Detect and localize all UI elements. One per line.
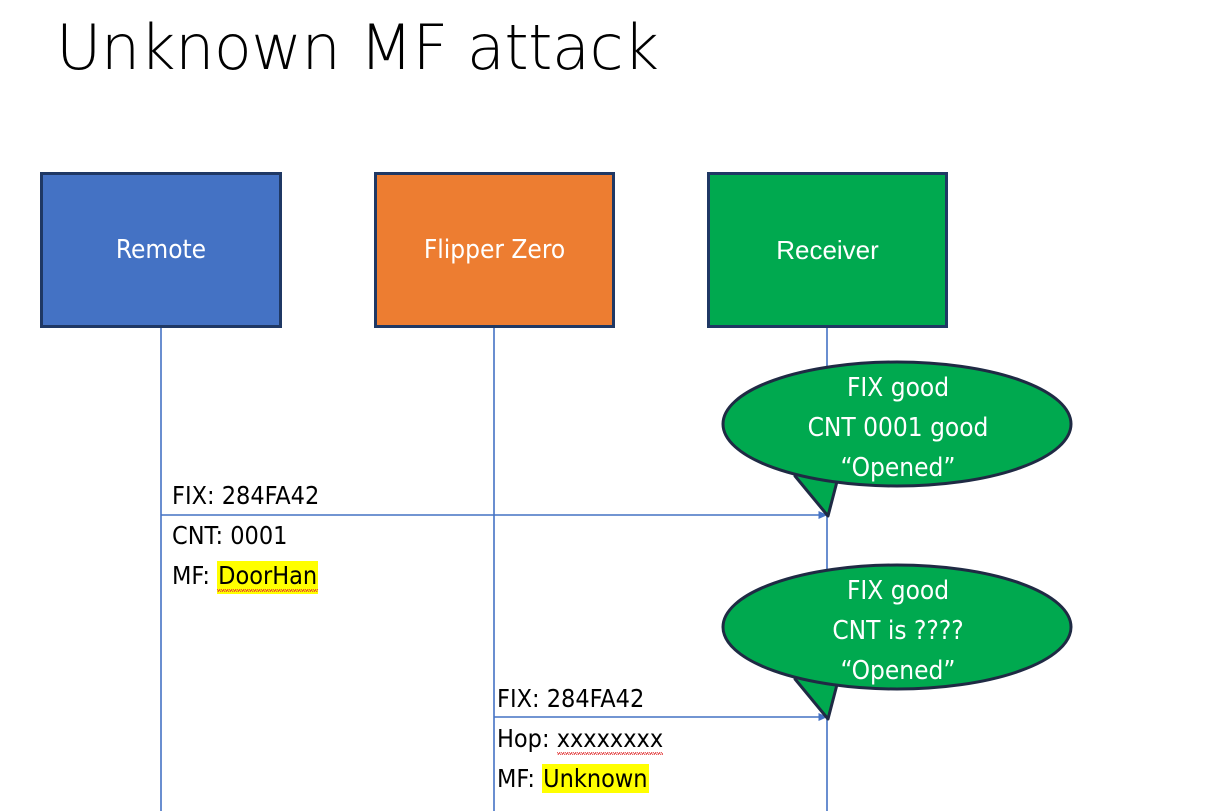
message-2-line-2-label: Hop: — [497, 724, 557, 753]
message-2-line-3: MF: Unknown — [497, 759, 663, 799]
message-2-line-3-value: Unknown — [542, 764, 649, 793]
callout-ellipse-2 — [721, 563, 1073, 691]
message-1-line-2: CNT: 0001 — [172, 516, 319, 556]
message-1-line-3-value: DoorHan — [217, 561, 319, 594]
callout-ellipse-1 — [721, 360, 1073, 488]
message-1-line-2-label: CNT: — [172, 521, 231, 550]
callout-1-line-3: “Opened” — [840, 453, 956, 483]
message-2-line-2: Hop: xxxxxxxx — [497, 719, 664, 759]
message-2-line-1-label: FIX: — [497, 684, 547, 713]
callout-2-line-3: “Opened” — [840, 656, 956, 686]
message-2-line-1: FIX: 284FA42 — [497, 679, 663, 719]
callout-2-line-2: CNT is ???? — [832, 616, 964, 646]
actor-label-flipper: Flipper Zero — [423, 235, 566, 265]
message-1-line-1-label: FIX: — [172, 481, 222, 510]
actor-box-remote[interactable]: Remote — [40, 172, 282, 328]
message-1-line-3-label: MF: — [172, 561, 218, 590]
message-1-line-1-value: 284FA42 — [221, 481, 320, 510]
message-1-line-3: MF: DoorHan — [172, 556, 319, 596]
message-2-line-1-value: 284FA42 — [546, 684, 645, 713]
callout-2-text: FIX good CNT is ???? “Opened” — [733, 571, 1063, 691]
message-1-line-1: FIX: 284FA42 — [172, 476, 319, 516]
message-2-line-2-value: xxxxxxxx — [556, 724, 664, 757]
message-label-2: FIX: 284FA42 Hop: xxxxxxxx MF: Unknown — [497, 679, 664, 799]
actor-box-receiver[interactable]: Receiver — [707, 172, 948, 328]
actor-label-receiver: Receiver — [776, 235, 879, 265]
message-2-line-3-label: MF: — [497, 764, 543, 793]
callout-2-line-1: FIX good — [846, 576, 950, 606]
callout-bubble-1 — [721, 360, 1073, 518]
callout-bubble-2 — [721, 563, 1073, 721]
message-label-1: FIX: 284FA42 CNT: 0001 MF: DoorHan — [172, 476, 319, 596]
actor-label-remote: Remote — [115, 235, 207, 265]
actor-box-flipper[interactable]: Flipper Zero — [374, 172, 615, 328]
callout-1-line-2: CNT 0001 good — [807, 413, 989, 443]
callout-1-text: FIX good CNT 0001 good “Opened” — [733, 368, 1063, 488]
message-1-line-2-value: 0001 — [230, 521, 288, 550]
callout-1-line-1: FIX good — [846, 373, 950, 403]
page-title: Unknown MF attack — [56, 11, 659, 84]
